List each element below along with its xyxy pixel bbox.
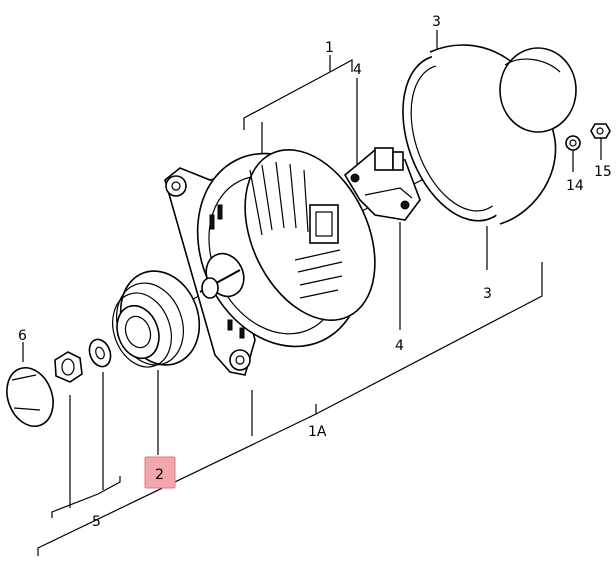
cover-cap [402,44,577,225]
callout-4-bottom: 4 [395,338,404,354]
callout-1a: 1A [308,424,327,440]
voltage-regulator [343,147,421,221]
protective-cap [6,367,54,427]
callout-5: 5 [92,514,101,530]
callout-1: 1 [325,40,334,56]
alternator-body [164,149,376,376]
nut-15 [590,123,611,139]
callout-labels: 1 3 4 15 14 3 4 1A 2 5 6 [18,14,612,530]
callout-3-bottom: 3 [483,286,492,302]
callout-4-top: 4 [353,62,362,78]
callout-2: 2 [155,467,164,483]
nut-14 [565,135,581,151]
callout-2-highlight [144,456,176,489]
washer [88,338,112,368]
pulley [112,270,201,368]
pulley-nut [54,351,83,383]
callout-6: 6 [18,328,27,344]
callout-14: 14 [566,178,584,194]
callout-3-top: 3 [432,14,441,30]
callout-15: 15 [594,164,612,180]
